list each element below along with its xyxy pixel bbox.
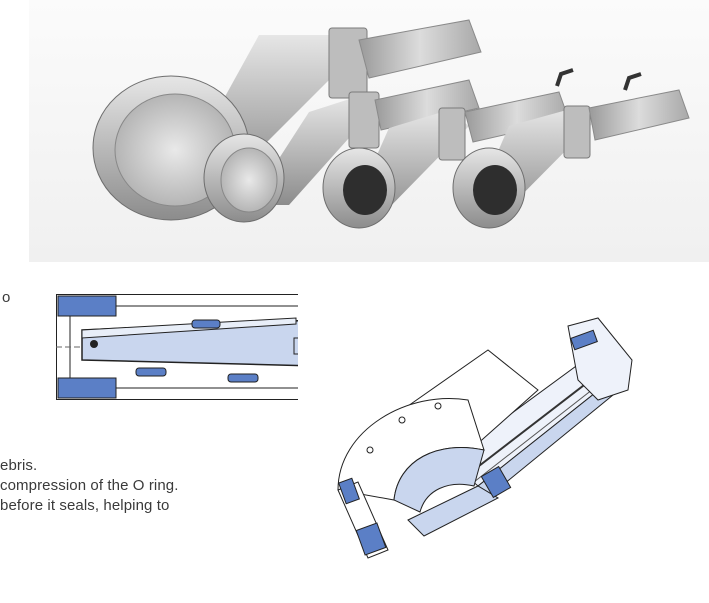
gate-valve-medium [203, 79, 480, 223]
text-fragment-4: before it seals, helping to [0, 497, 170, 514]
text-fragment-1: o [2, 289, 11, 306]
gate-valve-small-2 [452, 72, 690, 229]
text-fragment-3: compression of the O ring. [0, 477, 179, 494]
gate-valve-cutaway [298, 290, 644, 592]
gate-valves-photo [29, 0, 709, 262]
text-fragment-2: ebris. [0, 457, 38, 474]
gate-valve-small-1 [322, 68, 574, 229]
